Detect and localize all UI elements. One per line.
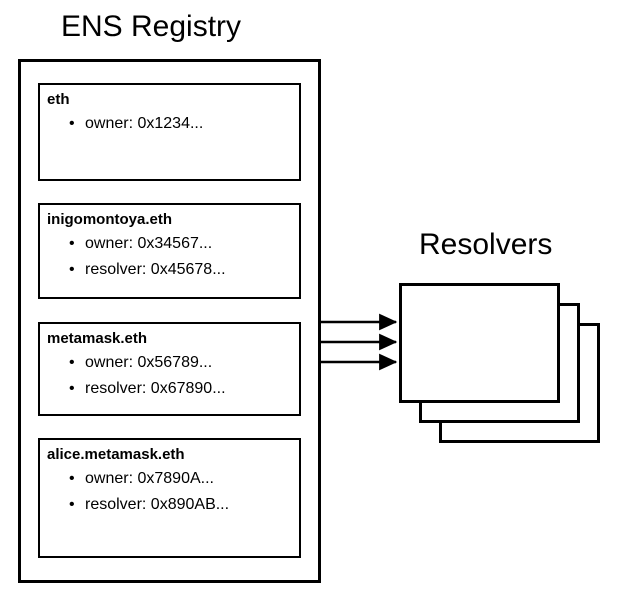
record-name: eth <box>47 91 70 108</box>
record-attribute-list: • owner: 0x7890A... • resolver: 0x890AB.… <box>47 466 229 518</box>
record-attribute: • owner: 0x34567... <box>47 231 226 257</box>
bullet-icon: • <box>69 380 75 397</box>
record-attribute-list: • owner: 0x56789... • resolver: 0x67890.… <box>47 350 226 402</box>
record-attribute: • resolver: 0x890AB... <box>47 492 229 518</box>
record-attribute-text: owner: 0x7890A... <box>85 470 214 487</box>
record-attribute: • owner: 0x7890A... <box>47 466 229 492</box>
record-attribute-text: owner: 0x1234... <box>85 115 204 132</box>
bullet-icon: • <box>69 470 75 487</box>
record-attribute: • owner: 0x1234... <box>47 111 203 137</box>
bullet-icon: • <box>69 496 75 513</box>
record-attribute-text: resolver: 0x67890... <box>85 380 226 397</box>
record-name: metamask.eth <box>47 330 148 347</box>
bullet-icon: • <box>69 115 75 132</box>
registry-record-inigomontoya-eth: inigomontoya.eth • owner: 0x34567... • r… <box>38 203 301 299</box>
record-name: inigomontoya.eth <box>47 211 172 228</box>
registry-record-alice-metamask-eth: alice.metamask.eth • owner: 0x7890A... •… <box>38 438 301 558</box>
record-attribute-text: resolver: 0x890AB... <box>85 496 230 513</box>
resolvers-title: Resolvers <box>419 228 553 261</box>
record-attribute-text: resolver: 0x45678... <box>85 261 226 278</box>
bullet-icon: • <box>69 261 75 278</box>
registry-record-eth: eth • owner: 0x1234... <box>38 83 301 181</box>
bullet-icon: • <box>69 235 75 252</box>
resolver-card-front <box>399 283 560 403</box>
record-attribute: • owner: 0x56789... <box>47 350 226 376</box>
registry-record-metamask-eth: metamask.eth • owner: 0x56789... • resol… <box>38 322 301 416</box>
bullet-icon: • <box>69 354 75 371</box>
record-name: alice.metamask.eth <box>47 446 185 463</box>
record-attribute: • resolver: 0x67890... <box>47 376 226 402</box>
record-attribute-text: owner: 0x56789... <box>85 354 213 371</box>
registry-title: ENS Registry <box>61 10 242 43</box>
record-attribute-list: • owner: 0x34567... • resolver: 0x45678.… <box>47 231 226 283</box>
record-attribute: • resolver: 0x45678... <box>47 257 226 283</box>
record-attribute-text: owner: 0x34567... <box>85 235 213 252</box>
record-attribute-list: • owner: 0x1234... <box>47 111 203 137</box>
